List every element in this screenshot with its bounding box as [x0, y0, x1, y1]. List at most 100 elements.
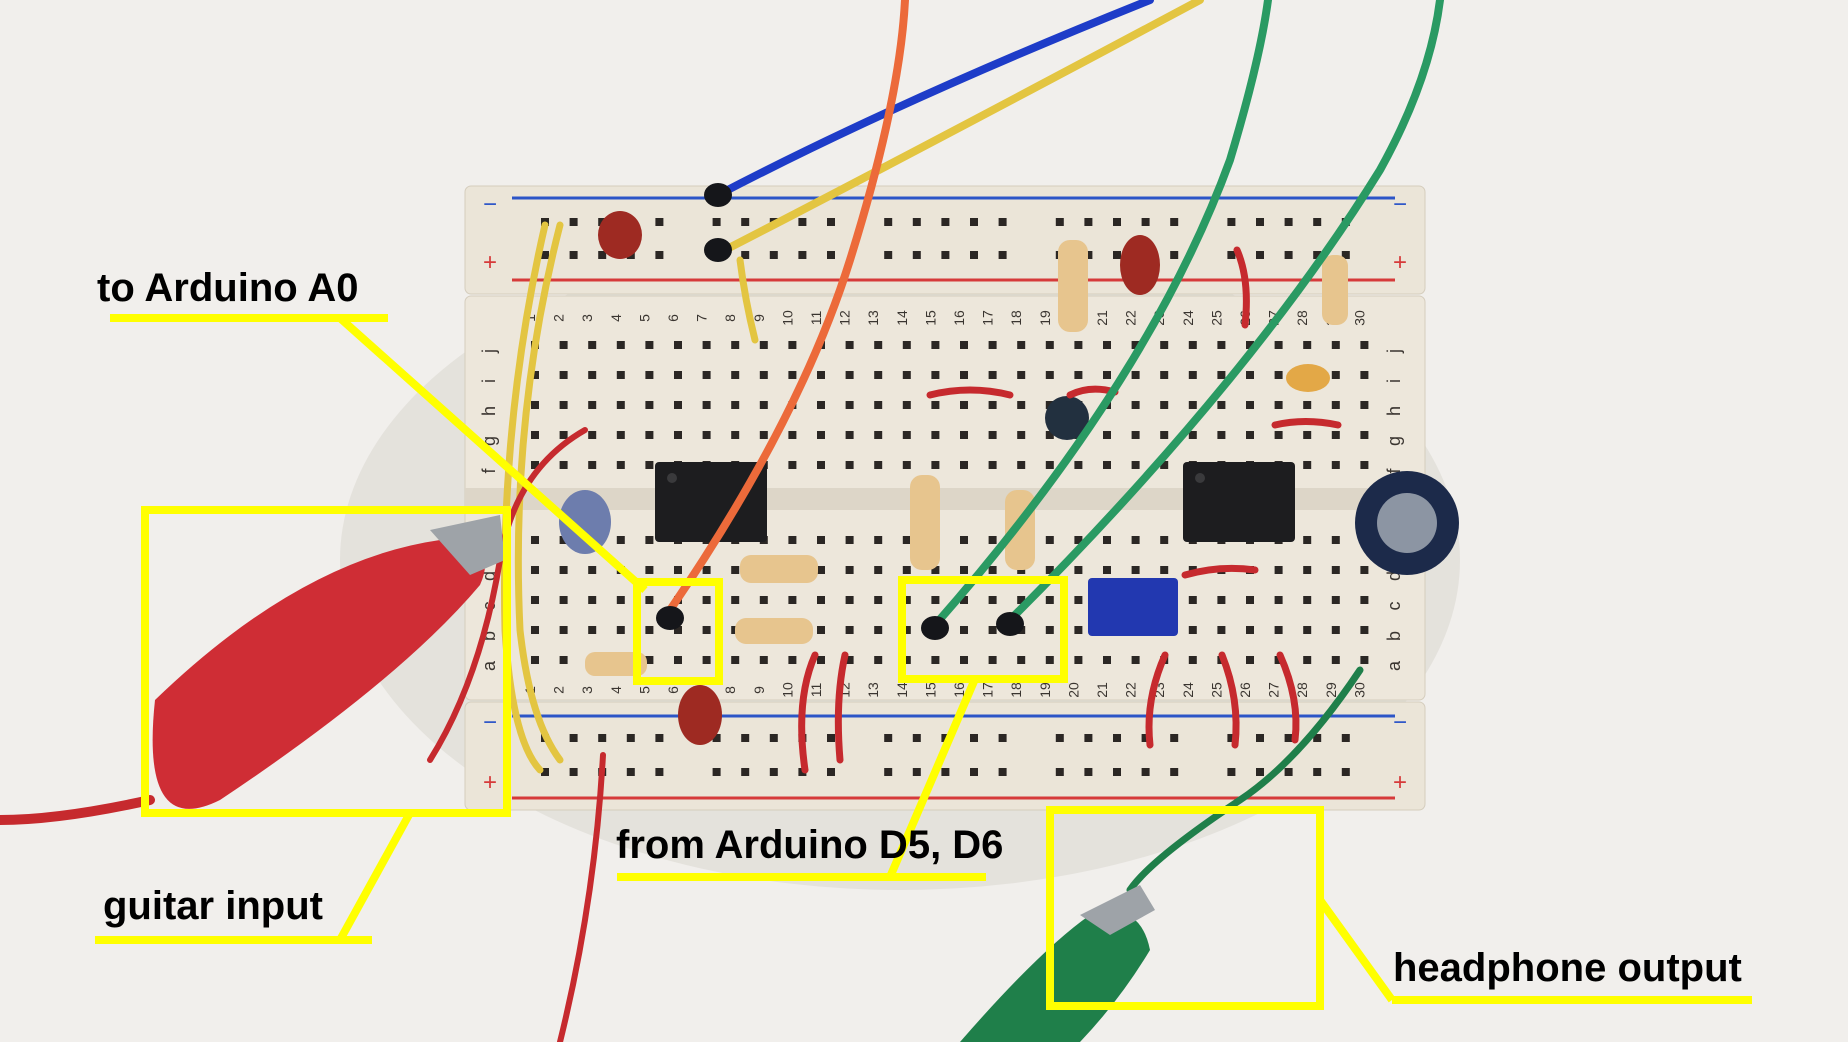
breadboard-hole [1160, 371, 1169, 379]
row-letter: a [1384, 660, 1404, 671]
breadboard-hole [645, 626, 654, 634]
breadboard-hole [616, 341, 625, 349]
breadboard-hole [960, 566, 968, 574]
breadboard-hole [827, 218, 835, 226]
breadboard-hole [1017, 401, 1026, 409]
breadboard-hole [1360, 431, 1369, 439]
from-arduino-d5-d6-label: from Arduino D5, D6 [616, 823, 1004, 867]
row-letter: f [1384, 468, 1404, 474]
breadboard-hole [1074, 341, 1083, 349]
breadboard-hole [788, 596, 797, 604]
breadboard-hole [598, 251, 607, 259]
breadboard-hole [988, 371, 997, 379]
rail-plus-sign: + [1393, 249, 1407, 276]
breadboard-hole [1103, 536, 1111, 544]
d5-d6-leader [886, 677, 979, 879]
breadboard-hole [1303, 596, 1312, 604]
breadboard-hole [1074, 566, 1083, 574]
breadboard-hole [1160, 431, 1169, 439]
breadboard-hole [1055, 768, 1064, 776]
breadboard-hole [674, 656, 682, 664]
breadboard-hole [645, 461, 654, 469]
breadboard-hole [931, 431, 940, 439]
row-letter: h [1384, 406, 1404, 416]
breadboard-hole [531, 566, 539, 574]
breadboard-hole [626, 768, 635, 776]
breadboard-hole [674, 401, 682, 409]
breadboard-hole [1246, 431, 1254, 439]
breadboard-hole [1341, 734, 1350, 742]
breadboard-hole [1017, 656, 1026, 664]
breadboard-hole [817, 596, 825, 604]
breadboard-hole [731, 566, 740, 574]
row-letter: h [479, 406, 499, 416]
breadboard-hole [731, 371, 740, 379]
breadboard-hole [998, 251, 1007, 259]
breadboard-hole [731, 431, 740, 439]
breadboard-hole [1188, 401, 1197, 409]
breadboard-hole [988, 536, 997, 544]
breadboard-hole [1246, 341, 1254, 349]
breadboard-hole [759, 596, 768, 604]
breadboard-hole [1160, 536, 1169, 544]
wire-connector-tip [704, 238, 732, 262]
column-number: 14 [894, 682, 910, 698]
d5-d6-callout-box [898, 576, 1068, 683]
breadboard-hole [702, 371, 711, 379]
breadboard-hole [655, 768, 664, 776]
breadboard-hole [1256, 251, 1264, 259]
breadboard-hole [1331, 461, 1340, 469]
column-number: 6 [665, 314, 681, 322]
breadboard-hole [874, 371, 883, 379]
breadboard-hole [912, 251, 921, 259]
breadboard-hole [1331, 656, 1340, 664]
yellow-wire [721, 0, 1204, 254]
breadboard-hole [1131, 401, 1140, 409]
jumper-wire [1145, 651, 1169, 749]
breadboard-hole [970, 218, 978, 226]
breadboard-hole [1103, 371, 1111, 379]
breadboard-hole [702, 431, 711, 439]
breadboard-hole [845, 596, 854, 604]
clip-jaw [1080, 885, 1155, 935]
breadboard-hole [1360, 461, 1369, 469]
breadboard-hole [1074, 536, 1083, 544]
yellow-wire [514, 221, 564, 764]
jumper-wire [1271, 418, 1342, 429]
breadboard-hole [741, 218, 750, 226]
column-number: 30 [1351, 310, 1367, 326]
column-number: 2 [551, 314, 567, 322]
breadboard-hole [1313, 734, 1322, 742]
breadboard-hole [1160, 341, 1169, 349]
rail-minus-sign: − [1393, 709, 1407, 736]
column-number: 2 [551, 686, 567, 694]
breadboard-hole [645, 401, 654, 409]
breadboard-hole [674, 341, 682, 349]
breadboard-hole [1246, 401, 1254, 409]
breadboard-hole [1170, 251, 1179, 259]
breadboard-hole [1217, 596, 1226, 604]
breadboard-hole [588, 596, 597, 604]
breadboard-hole [1274, 566, 1283, 574]
column-number: 16 [951, 310, 967, 326]
breadboard-hole [1360, 626, 1369, 634]
breadboard-hole [588, 371, 597, 379]
breadboard-hole [1313, 768, 1322, 776]
breadboard-hole [645, 431, 654, 439]
breadboard-hole [1227, 768, 1236, 776]
breadboard-hole [845, 341, 854, 349]
breadboard-hole [1188, 341, 1197, 349]
column-number: 15 [922, 310, 938, 326]
breadboard-hole [798, 218, 807, 226]
breadboard-hole [702, 341, 711, 349]
column-number: 10 [779, 682, 795, 698]
row-letter: j [479, 349, 499, 354]
breadboard-hole [1045, 566, 1054, 574]
breadboard-hole [1017, 371, 1026, 379]
breadboard-hole [874, 596, 883, 604]
breadboard-hole [884, 768, 893, 776]
breadboard-hole [1256, 768, 1264, 776]
column-number: 18 [1008, 310, 1024, 326]
breadboard-hole [531, 596, 539, 604]
breadboard-hole [874, 626, 883, 634]
